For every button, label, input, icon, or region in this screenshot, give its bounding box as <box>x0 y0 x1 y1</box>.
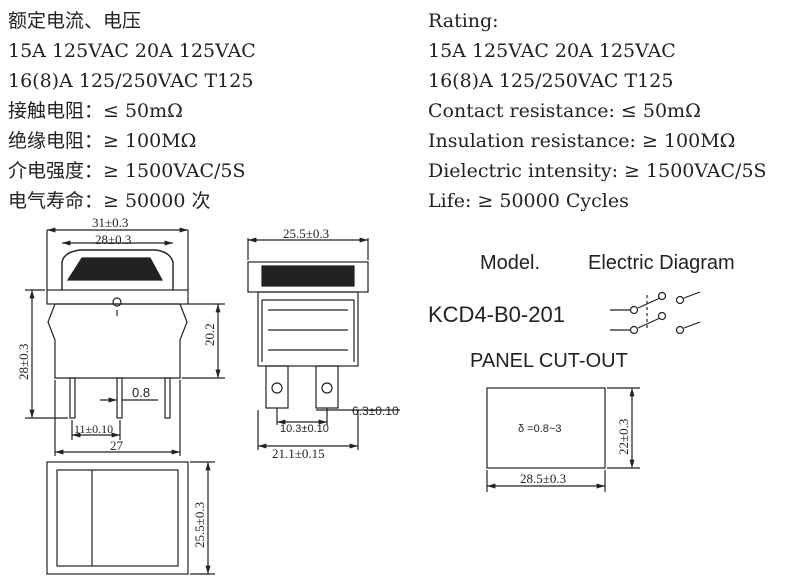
bottom-view <box>46 461 215 575</box>
side-view <box>247 237 400 450</box>
panel-cutout-drawing <box>486 387 640 492</box>
dim-terminal-width: 6.3±0.10 <box>352 404 399 418</box>
dim-side-base: 21.1±0.15 <box>272 446 325 461</box>
dim-height-total: 28±0.3 <box>16 344 31 380</box>
spec-life-en: Life: ≥ 50000 Cycles <box>428 190 629 212</box>
panel-cutout-title: PANEL CUT-OUT <box>470 350 628 372</box>
spec-dielectric-cn: 介电强度：≥ 1500VAC/5S <box>8 160 246 182</box>
cutout-height: 22±0.3 <box>616 419 631 455</box>
dim-width-inner: 28±0.3 <box>95 232 131 247</box>
front-view <box>25 227 225 456</box>
model-label: Model. <box>480 252 541 274</box>
dim-terminal-spacing: 10.3±0.10 <box>280 423 329 435</box>
cutout-delta: δ =0.8~3 <box>518 423 561 435</box>
spec-life-cn: 电气寿命：≥ 50000 次 <box>8 190 211 212</box>
spec-contact-en: Contact resistance: ≤ 50mΩ <box>428 100 701 122</box>
dim-width-outer: 31±0.3 <box>92 215 128 230</box>
model-number: KCD4-B0-201 <box>428 302 565 327</box>
spec-line1-en: 15A 125VAC 20A 125VAC <box>428 40 676 62</box>
cutout-width: 28.5±0.3 <box>520 471 566 486</box>
specs-chinese: 额定电流、电压 15A 125VAC 20A 125VAC 16(8)A 125… <box>8 6 256 216</box>
dim-pin-thickness: 0.8 <box>132 385 150 400</box>
dim-side-width: 25.5±0.3 <box>283 226 329 241</box>
spec-dielectric-en: Dielectric intensity: ≥ 1500VAC/5S <box>428 160 767 182</box>
specs-english: Rating: 15A 125VAC 20A 125VAC 16(8)A 125… <box>428 6 767 216</box>
dim-pin-spacing: 11±0.10 <box>74 422 113 436</box>
spec-rating-en: Rating: <box>428 10 499 32</box>
spec-contact-cn: 接触电阻：≤ 50mΩ <box>8 100 183 122</box>
switch-symbol <box>610 291 701 335</box>
dim-height-body: 20.2 <box>202 323 217 346</box>
electric-diagram-label: Electric Diagram <box>588 252 735 274</box>
spec-line2-cn: 16(8)A 125/250VAC T125 <box>8 70 254 92</box>
spec-insulation-cn: 绝缘电阻：≥ 100MΩ <box>8 130 197 152</box>
spec-insulation-en: Insulation resistance: ≥ 100MΩ <box>428 130 736 152</box>
spec-line2-en: 16(8)A 125/250VAC T125 <box>428 70 674 92</box>
dim-body-width: 27 <box>110 438 124 453</box>
dim-bottom-height: 25.5±0.3 <box>192 502 207 548</box>
spec-line1-cn: 15A 125VAC 20A 125VAC <box>8 40 256 62</box>
spec-rating-cn: 额定电流、电压 <box>8 10 142 32</box>
